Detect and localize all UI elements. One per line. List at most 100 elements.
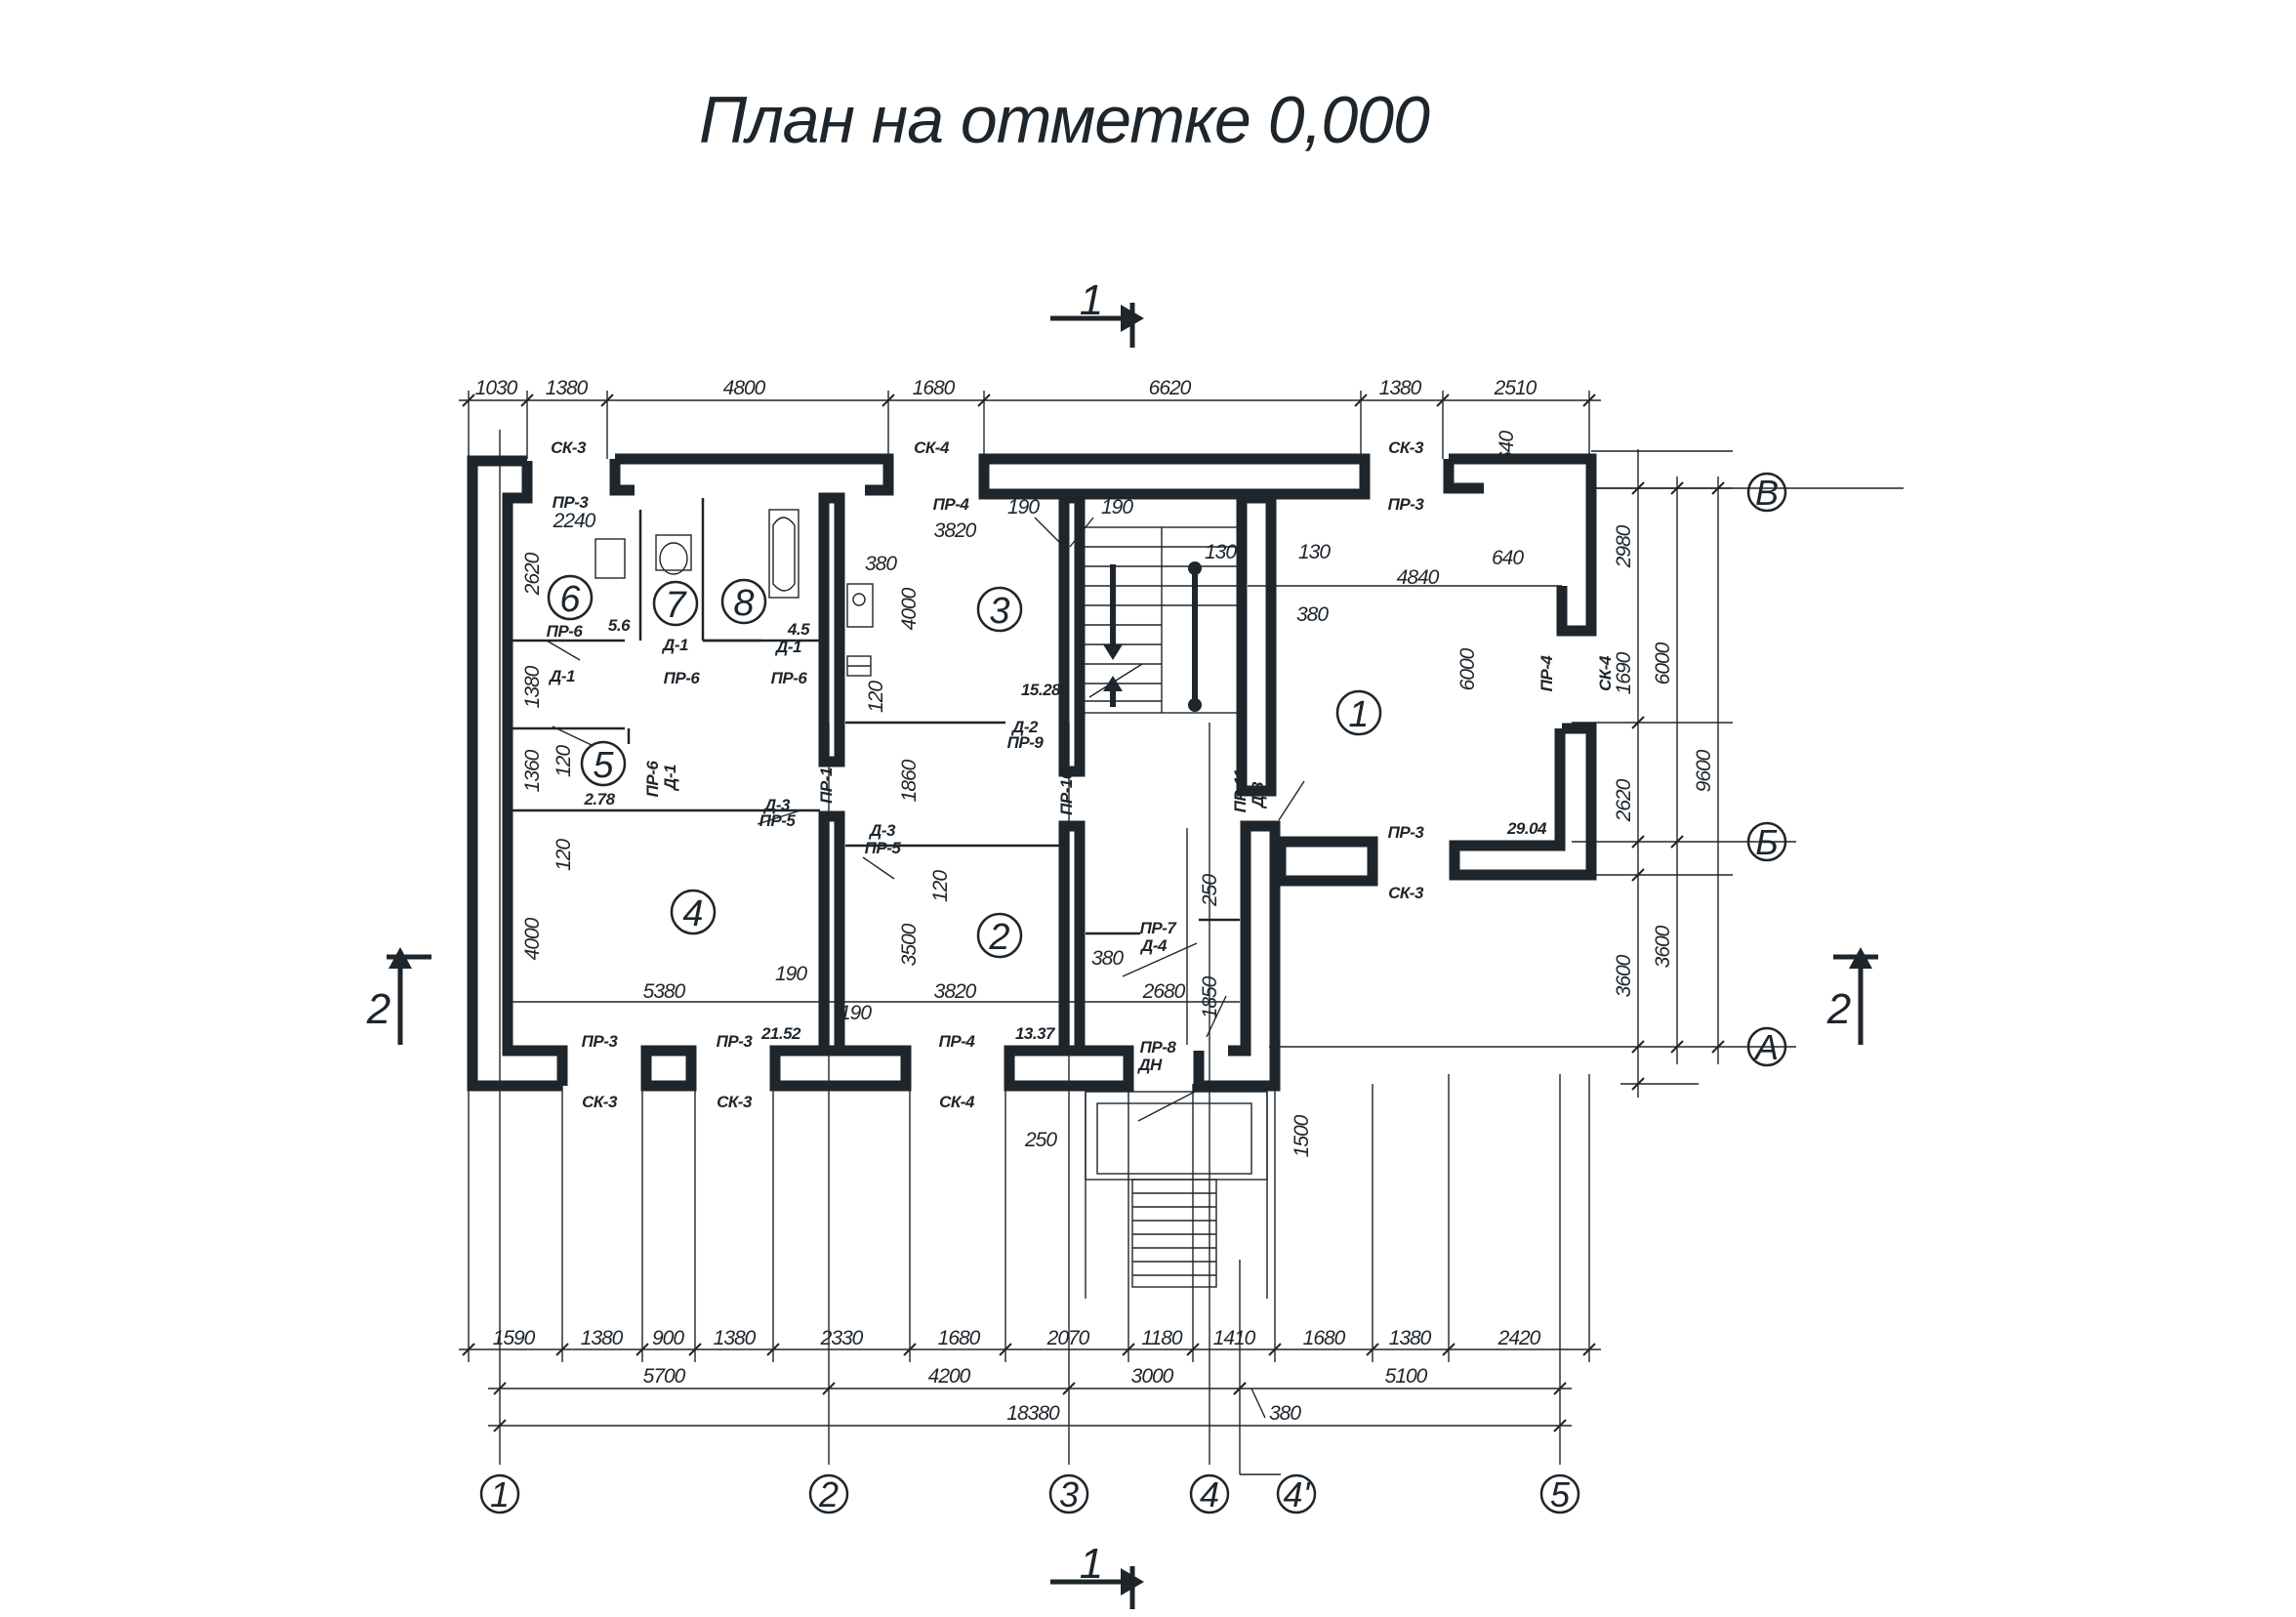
svg-text:СК-3: СК-3	[717, 1093, 753, 1111]
svg-text:ПР-3: ПР-3	[553, 493, 590, 512]
svg-text:120: 120	[865, 681, 887, 713]
room-areas: 29.04 13.37 15.28 21.52 2.78 5.6 4.5	[583, 616, 1547, 1043]
svg-text:29.04: 29.04	[1506, 819, 1547, 838]
svg-text:190: 190	[775, 963, 807, 985]
svg-text:3820: 3820	[934, 980, 977, 1003]
top-dimension-chain: 1030 1380 4800 1680 6620 1380 2510	[459, 377, 1601, 407]
svg-text:Д-1: Д-1	[661, 765, 679, 792]
svg-text:380: 380	[865, 553, 897, 575]
svg-text:СК-3: СК-3	[1388, 884, 1424, 902]
svg-text:ПР-8: ПР-8	[1140, 1038, 1177, 1057]
svg-text:4': 4'	[1284, 1474, 1311, 1514]
svg-text:6000: 6000	[1456, 647, 1479, 690]
leader-lines	[546, 517, 1305, 1122]
svg-text:1850: 1850	[1199, 975, 1221, 1018]
svg-text:9600: 9600	[1693, 749, 1715, 792]
svg-text:3000: 3000	[1131, 1365, 1174, 1388]
svg-text:ПР-4: ПР-4	[939, 1032, 976, 1051]
fixtures	[594, 509, 874, 677]
svg-text:1030: 1030	[475, 377, 518, 399]
svg-text:5100: 5100	[1385, 1365, 1428, 1388]
element-marks: СК-3 СК-4 СК-3 СК-4 СК-3 СК-3 СК-4 СК-3 …	[547, 438, 1615, 1111]
svg-text:21.52: 21.52	[760, 1024, 801, 1043]
svg-text:ПР-6: ПР-6	[643, 761, 662, 798]
bottom-dimension-chain-2: 5700 4200 3000 5100	[488, 1365, 1572, 1395]
svg-text:1590: 1590	[493, 1327, 536, 1349]
svg-text:ПР-3: ПР-3	[1388, 495, 1425, 514]
partitions	[512, 498, 1562, 1045]
bottom-dimension-chain-3: 18380 380	[488, 1382, 1572, 1432]
svg-text:ПР-10: ПР-10	[1057, 769, 1076, 815]
svg-text:1180: 1180	[1141, 1327, 1182, 1349]
grid-lines	[468, 391, 1904, 1474]
svg-text:120: 120	[553, 745, 575, 777]
section-marker-left: 2	[366, 947, 431, 1045]
svg-text:ПР-6: ПР-6	[771, 669, 808, 687]
svg-text:А: А	[1753, 1027, 1779, 1067]
svg-text:Д-1: Д-1	[774, 638, 801, 656]
svg-text:3500: 3500	[898, 923, 921, 966]
svg-text:4000: 4000	[898, 587, 921, 630]
svg-text:1380: 1380	[581, 1327, 624, 1349]
svg-text:ПР-9: ПР-9	[1007, 733, 1045, 752]
svg-text:Д-1: Д-1	[548, 667, 575, 685]
svg-text:СК-3: СК-3	[582, 1093, 618, 1111]
svg-text:2330: 2330	[820, 1327, 864, 1349]
svg-text:380: 380	[1269, 1402, 1301, 1425]
svg-text:120: 120	[929, 870, 952, 902]
svg-text:СК-3: СК-3	[551, 438, 587, 457]
svg-text:2: 2	[818, 1474, 839, 1514]
svg-text:3: 3	[989, 591, 1009, 632]
svg-text:130: 130	[1205, 541, 1237, 563]
svg-text:1410: 1410	[1213, 1327, 1256, 1349]
plan-title: План на отметке 0,000	[699, 83, 1430, 157]
svg-text:5: 5	[593, 745, 614, 786]
svg-text:Д-3: Д-3	[868, 821, 896, 840]
svg-text:640: 640	[1496, 431, 1518, 463]
inner-dimensions: 2240 2620 1380 1360 120 120 4000 5380 19…	[521, 431, 1525, 1158]
svg-text:Д-3: Д-3	[762, 796, 791, 814]
room-numbers: 1 2 3 4 5 6 7 8	[547, 574, 1382, 959]
svg-text:640: 640	[1492, 547, 1524, 569]
svg-text:2420: 2420	[1497, 1327, 1541, 1349]
svg-text:4800: 4800	[723, 377, 766, 399]
svg-text:ПР-7: ПР-7	[1140, 919, 1178, 937]
svg-text:1: 1	[1080, 276, 1103, 324]
svg-text:1500: 1500	[1291, 1114, 1313, 1157]
right-dimension-chains: 2980 1690 2620 3600 6000 3600 9600	[1613, 449, 1725, 1098]
svg-text:1: 1	[490, 1474, 510, 1514]
svg-text:3: 3	[1059, 1474, 1079, 1514]
svg-text:2: 2	[366, 985, 390, 1033]
svg-text:5700: 5700	[643, 1365, 686, 1388]
walls	[467, 453, 1597, 1092]
svg-text:ДН: ДН	[1136, 1056, 1163, 1074]
svg-text:8: 8	[733, 583, 754, 624]
svg-text:380: 380	[1091, 947, 1124, 970]
svg-text:6000: 6000	[1652, 642, 1674, 684]
svg-text:1680: 1680	[1303, 1327, 1346, 1349]
svg-text:1690: 1690	[1613, 651, 1635, 694]
section-marker-top: 1	[1050, 276, 1144, 348]
svg-text:1360: 1360	[521, 749, 544, 792]
svg-text:250: 250	[1024, 1129, 1057, 1151]
svg-text:1680: 1680	[938, 1327, 981, 1349]
svg-text:СК-4: СК-4	[939, 1093, 975, 1111]
bottom-dimension-chain-1: 1590 1380 900 1380 2330 1680 2070 1180 1…	[459, 1327, 1601, 1356]
svg-text:6620: 6620	[1149, 377, 1192, 399]
svg-text:4200: 4200	[928, 1365, 971, 1388]
svg-text:2: 2	[1826, 985, 1851, 1033]
svg-text:ПР-3: ПР-3	[717, 1032, 754, 1051]
svg-text:380: 380	[1296, 603, 1329, 626]
svg-text:900: 900	[652, 1327, 684, 1349]
svg-text:2: 2	[988, 917, 1009, 958]
svg-text:5.6: 5.6	[608, 616, 631, 635]
svg-text:6: 6	[559, 579, 581, 620]
svg-text:2620: 2620	[1613, 778, 1635, 822]
svg-text:ПР-4: ПР-4	[1538, 655, 1556, 692]
svg-text:ПР-6: ПР-6	[547, 622, 584, 641]
svg-text:1680: 1680	[913, 377, 956, 399]
svg-text:190: 190	[1007, 496, 1040, 518]
svg-text:1380: 1380	[521, 665, 544, 708]
section-marker-bottom: 1	[1050, 1540, 1144, 1609]
